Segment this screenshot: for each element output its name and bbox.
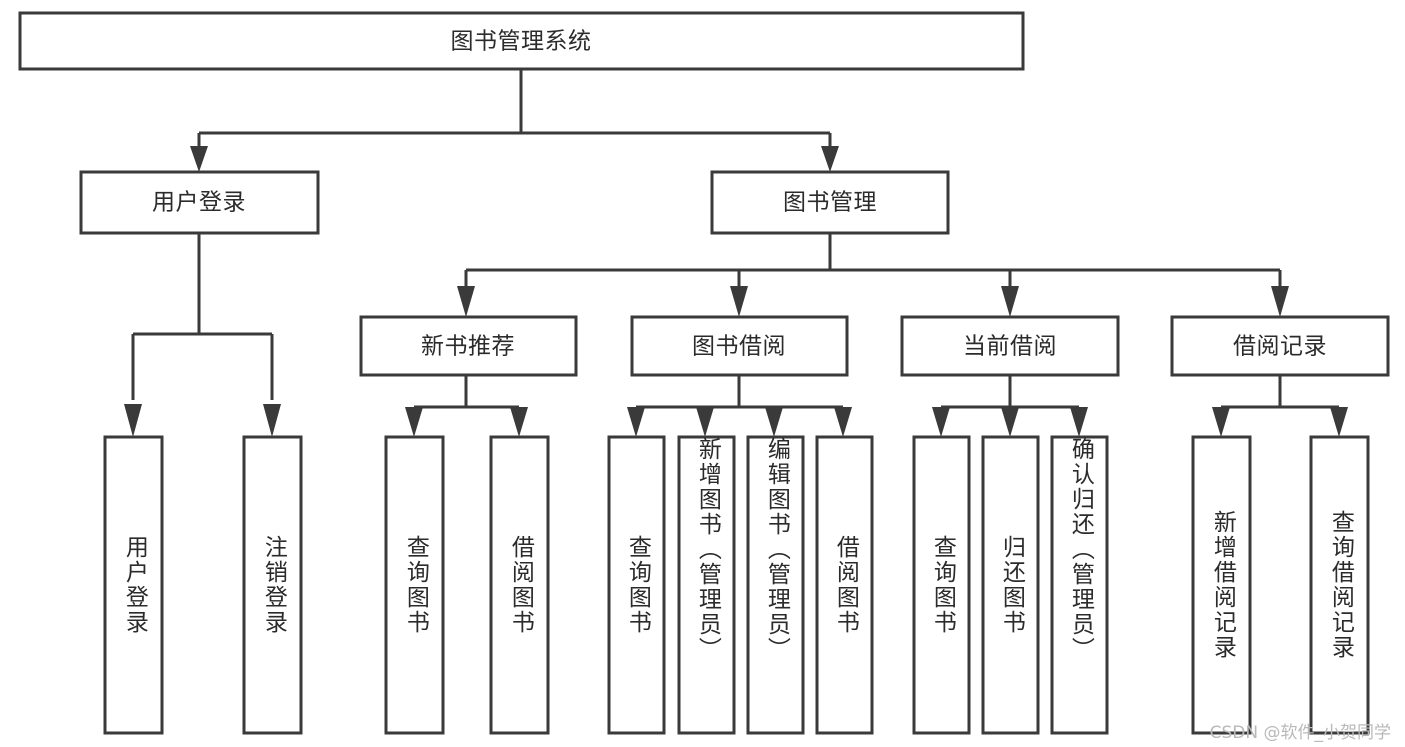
node-borrow-record-box[interactable] <box>1170 315 1390 377</box>
node-leaf-logout-box[interactable] <box>242 435 303 735</box>
node-leaf-add-book-box[interactable] <box>677 435 736 735</box>
node-leaf-user-login-box[interactable] <box>103 435 164 735</box>
node-book-management-box[interactable] <box>710 170 950 235</box>
arrowhead-leaf-query-book-2 <box>627 407 645 437</box>
arrowhead-book-management <box>821 146 839 172</box>
node-book-borrow-box[interactable] <box>630 315 849 377</box>
arrowhead-leaf-add-record <box>1212 407 1230 437</box>
node-leaf-query-book-3-box[interactable] <box>912 435 971 735</box>
node-user-login-box[interactable] <box>79 170 320 235</box>
arrowhead-user-login <box>190 146 208 172</box>
arrowhead-book-borrow <box>730 286 748 317</box>
arrowhead-leaf-query-book-1 <box>405 407 423 437</box>
node-new-book-recommend-box[interactable] <box>359 315 578 377</box>
node-leaf-add-record-box[interactable] <box>1191 435 1252 735</box>
node-root-label: 图书管理系统 <box>451 29 592 55</box>
node-book-management-label: 图书管理 <box>783 190 877 216</box>
arrowhead-leaf-query-book-3 <box>932 407 950 437</box>
watermark-text: CSDN @软件_小贺同学 <box>1209 723 1391 743</box>
node-current-borrow-box[interactable] <box>900 315 1120 377</box>
node-leaf-return-book-box[interactable] <box>981 435 1040 735</box>
node-layer: 图书管理系统 用户登录 图书管理 新书推荐 图书借阅 当前借阅 借阅记录 <box>18 11 1390 735</box>
arrowhead-leaf-return-book <box>1001 407 1019 437</box>
arrowhead-current-borrow <box>1001 286 1019 317</box>
arrowhead-leaf-add-book <box>696 407 714 437</box>
node-borrow-record-label: 借阅记录 <box>1233 334 1327 360</box>
node-leaf-borrow-book-1-box[interactable] <box>489 435 550 735</box>
arrowhead-leaf-query-record <box>1330 407 1348 437</box>
node-new-book-recommend-label: 新书推荐 <box>421 334 515 360</box>
node-leaf-query-book-2-box[interactable] <box>607 435 666 735</box>
arrowhead-new-book-recommend <box>457 286 475 317</box>
node-leaf-confirm-return-box[interactable] <box>1050 435 1109 735</box>
arrowhead-borrow-record <box>1271 286 1289 317</box>
arrowhead-leaf-edit-book <box>765 407 783 437</box>
arrowhead-leaf-borrow-book-2 <box>834 407 852 437</box>
node-leaf-borrow-book-2-box[interactable] <box>815 435 874 735</box>
connector-layer <box>124 69 1348 437</box>
node-user-login-label: 用户登录 <box>152 190 246 216</box>
node-leaf-edit-book-box[interactable] <box>746 435 805 735</box>
node-root-box[interactable] <box>18 11 1025 71</box>
arrowhead-leaf-borrow-book-1 <box>510 407 528 437</box>
node-current-borrow-label: 当前借阅 <box>963 334 1057 360</box>
node-leaf-query-record-box[interactable] <box>1309 435 1370 735</box>
arrowhead-leaf-user-login <box>124 404 142 437</box>
arrowhead-leaf-logout <box>263 404 281 437</box>
node-book-borrow-label: 图书借阅 <box>692 334 786 360</box>
arrowhead-leaf-confirm-return <box>1070 407 1088 437</box>
node-leaf-query-book-1-box[interactable] <box>384 435 445 735</box>
